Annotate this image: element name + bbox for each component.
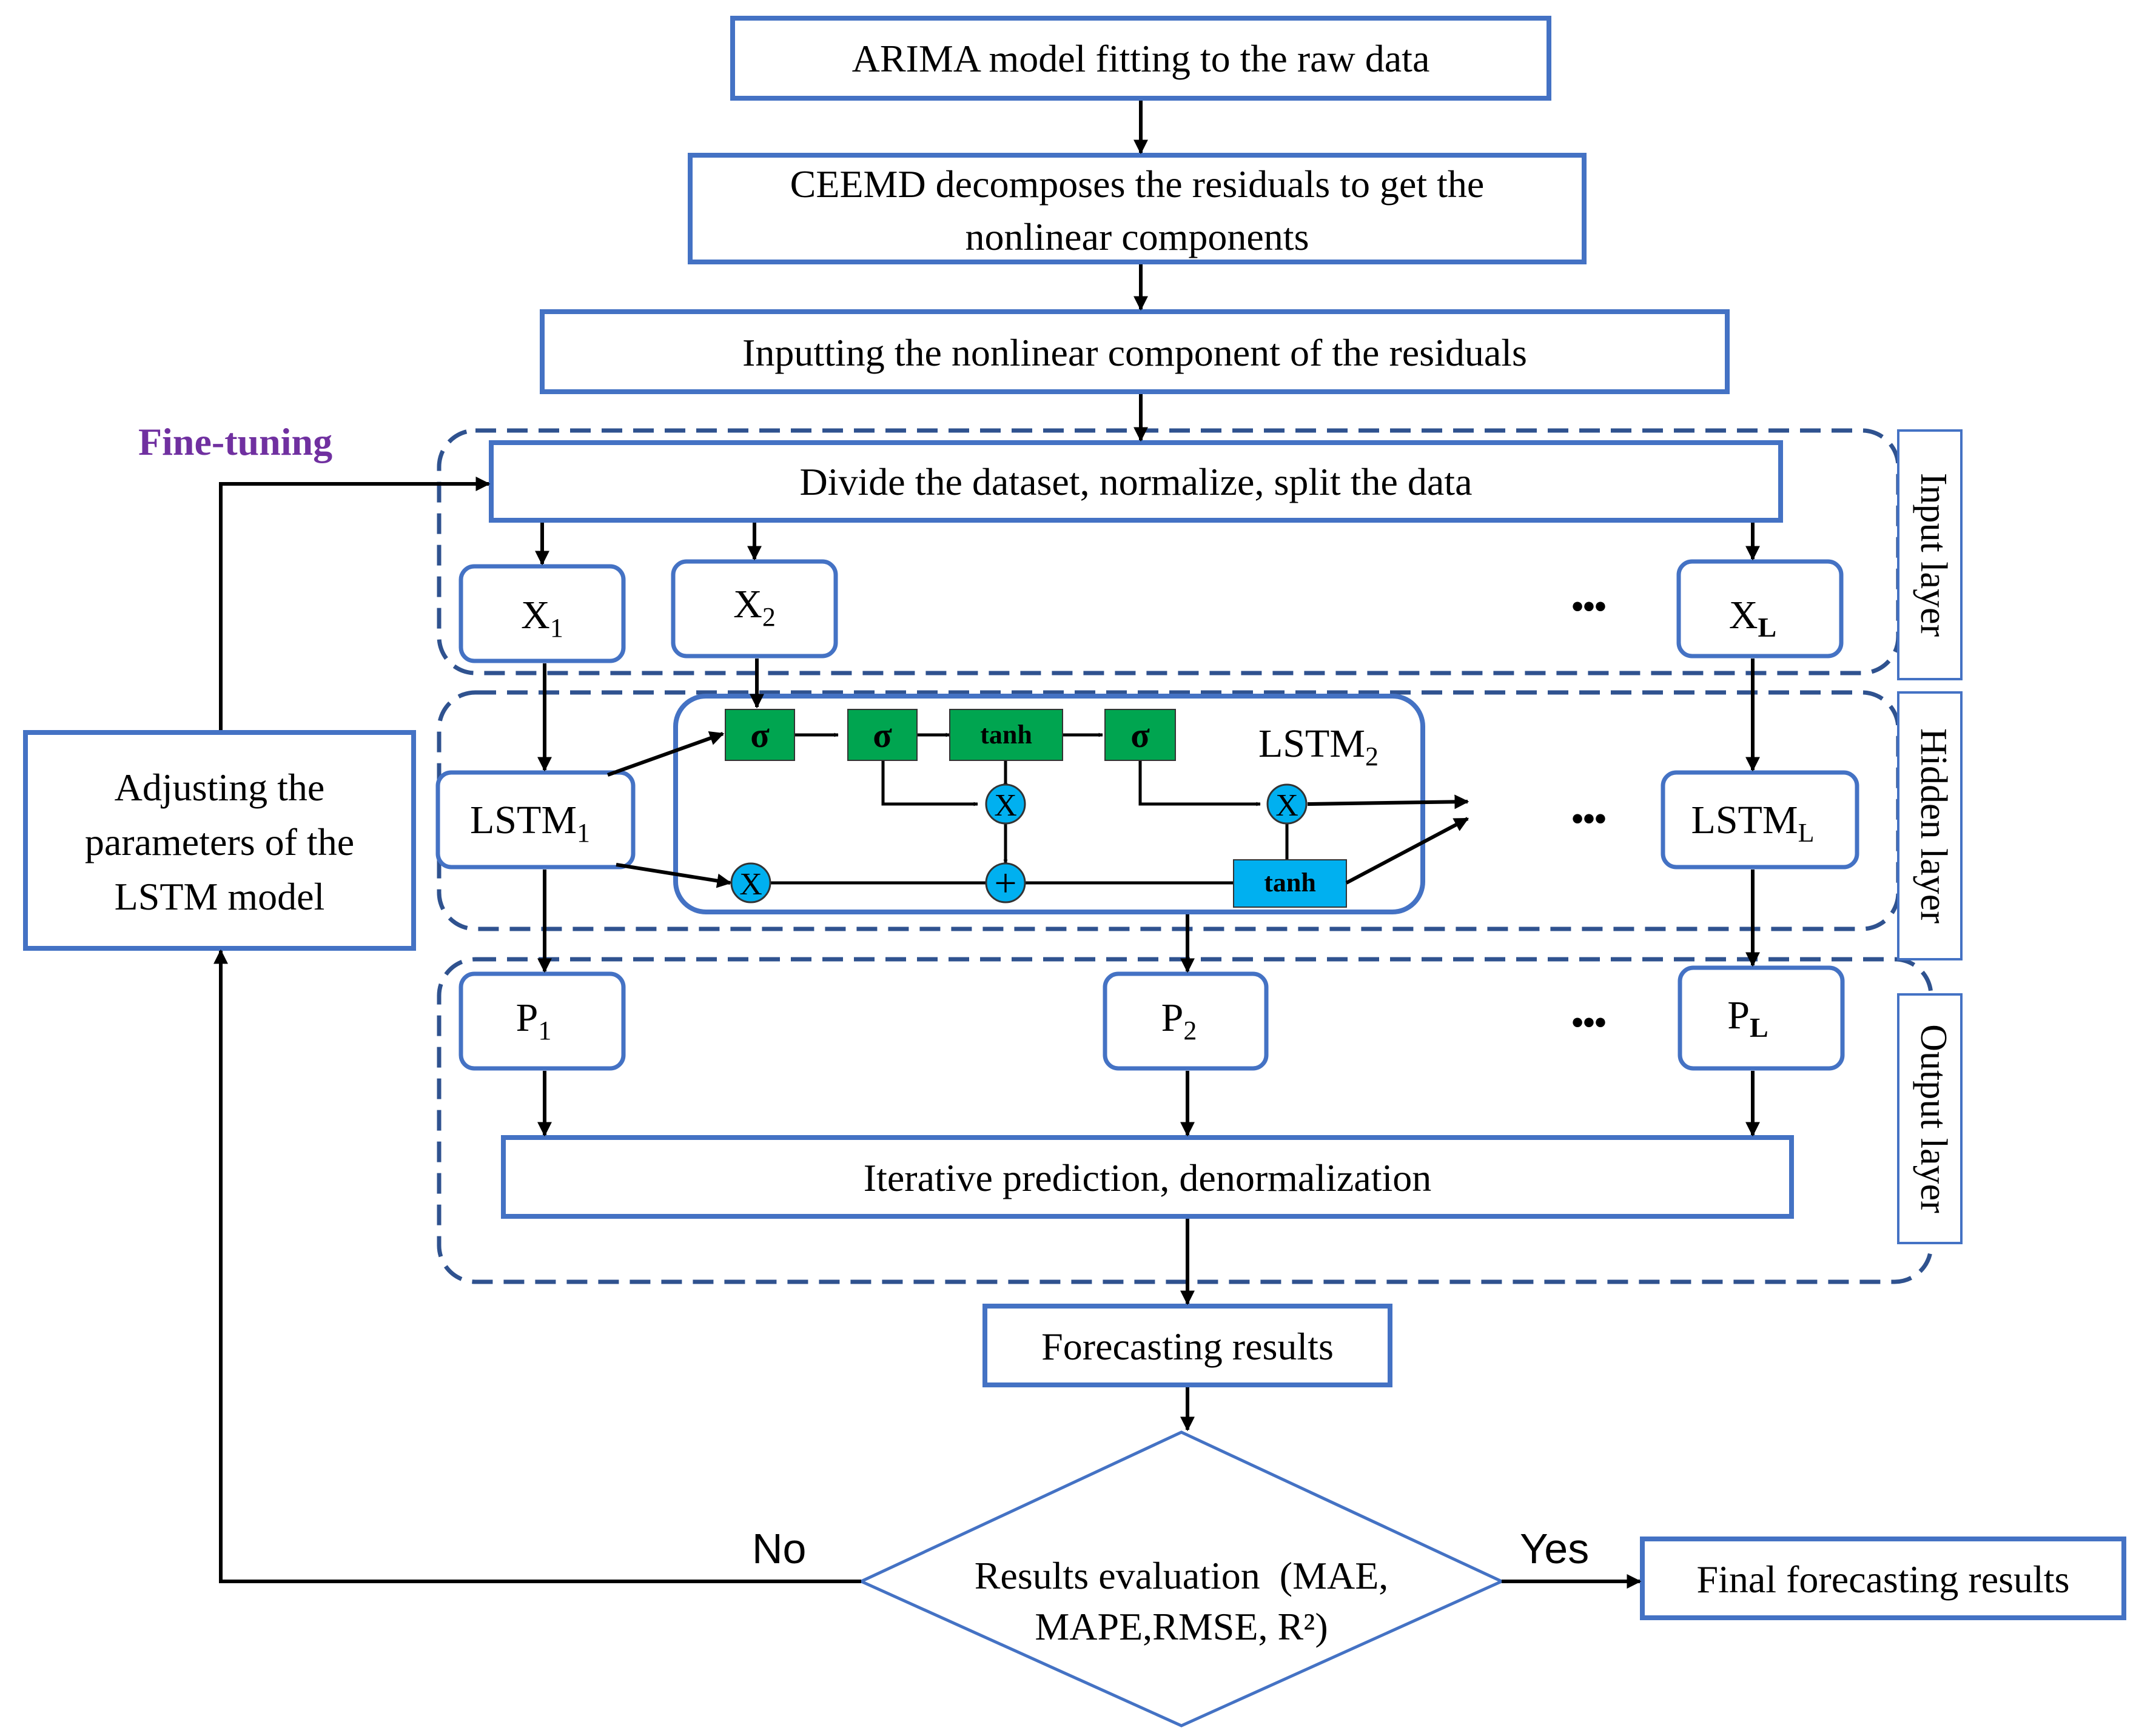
cell-tanh: tanh (1233, 859, 1347, 908)
input-multiply-op: X (985, 783, 1026, 825)
p1-node: P1 (458, 971, 626, 1071)
x1-subscript: 1 (550, 613, 563, 643)
svg-text:P1: P1 (516, 996, 552, 1045)
lstm2-subscript: 2 (1365, 742, 1379, 771)
forecasting-text: Forecasting results (1041, 1325, 1334, 1368)
iterative-box: Iterative prediction, denormalization (501, 1135, 1794, 1219)
pl-label: P (1727, 993, 1750, 1037)
lstml-node: LSTML (1661, 770, 1859, 870)
evaluation-text-line2: MAPE,RMSE, R²) (1035, 1605, 1328, 1648)
arrow-tanh-out (1345, 817, 1469, 885)
arrow-finetune-divide (219, 477, 491, 730)
no-label: No (752, 1525, 806, 1572)
input-ellipsis: ••• (1572, 588, 1607, 625)
layer-labels: Input layer Hidden layer Output layer (1897, 429, 1963, 1244)
p2-node: P2 (1103, 971, 1269, 1071)
adjust-text-line1: Adjusting the (115, 766, 325, 809)
xl-subscript: L (1758, 612, 1776, 643)
input-residuals-text: Inputting the nonlinear component of the… (742, 331, 1527, 374)
hidden-layer-label: Hidden layer (1913, 728, 1954, 923)
adjust-text-line3: LSTM model (115, 875, 325, 918)
divide-box: Divide the dataset, normalize, split the… (489, 440, 1783, 523)
candidate-tanh-label: tanh (980, 720, 1032, 749)
input-residuals-box: Inputting the nonlinear component of the… (540, 309, 1730, 394)
p1-label: P (516, 996, 539, 1040)
lstml-label: LSTM (1691, 798, 1798, 842)
arima-text: ARIMA model fitting to the raw data (852, 37, 1430, 80)
evaluation-text-line1: Results evaluation (MAE, (975, 1554, 1389, 1597)
arrow-no-adjust (213, 949, 861, 1583)
hidden-ellipsis: ••• (1572, 800, 1607, 837)
forget-multiply-op: X (730, 862, 771, 903)
add-op: + (985, 861, 1026, 905)
output-multiply-symbol: X (1275, 788, 1298, 823)
flow-arrows (213, 101, 1760, 1589)
input-gate-sigma: σ (847, 709, 918, 761)
cell-internal-lines (769, 732, 1289, 885)
yes-label: Yes (1520, 1525, 1589, 1572)
output-layer-label: Output layer (1913, 1024, 1954, 1213)
fine-tuning-label: Fine-tuning (138, 420, 332, 463)
lstm2-cell: LSTM2 σ σ tanh σ (673, 694, 1425, 914)
p2-label: P (1161, 996, 1184, 1040)
svg-text:X2: X2 (733, 582, 776, 632)
pl-subscript: L (1750, 1012, 1768, 1043)
svg-text:X1: X1 (521, 593, 563, 643)
final-results-box: Final forecasting results (1640, 1537, 2126, 1620)
x1-node: X1 (458, 564, 626, 663)
x2-subscript: 2 (762, 602, 776, 632)
pl-node: PL (1678, 965, 1845, 1071)
output-gate-sigma: σ (1104, 709, 1176, 761)
output-ellipsis: ••• (1572, 1004, 1607, 1041)
add-symbol: + (994, 861, 1016, 905)
lstm1-subscript: 1 (577, 818, 590, 848)
svg-text:LSTM2: LSTM2 (1258, 722, 1379, 771)
p2-subscript: 2 (1183, 1016, 1197, 1045)
lstm1-node: LSTM1 (435, 770, 636, 870)
cell-tanh-label: tanh (1264, 868, 1316, 897)
evaluation-decision: Results evaluation (MAE, MAPE,RMSE, R²) (857, 1430, 1506, 1728)
input-multiply-symbol: X (994, 788, 1017, 823)
x2-label: X (733, 582, 762, 626)
xl-node: XL (1676, 559, 1844, 659)
adjust-text-line2: parameters of the (85, 820, 354, 863)
output-multiply-op: X (1266, 783, 1308, 825)
svg-text:PL: PL (1727, 993, 1768, 1043)
lstm1-label: LSTM (470, 798, 577, 842)
arrow-lstm1-sigma (606, 731, 725, 777)
svg-text:LSTM1: LSTM1 (470, 798, 590, 848)
svg-text:P2: P2 (1161, 996, 1197, 1045)
arima-box: ARIMA model fitting to the raw data (730, 16, 1551, 101)
arrow-hidden-out (1307, 794, 1469, 809)
iterative-text: Iterative prediction, denormalization (864, 1156, 1432, 1199)
svg-text:LSTML: LSTML (1691, 798, 1815, 848)
ceemd-text-line2: nonlinear components (966, 215, 1309, 258)
input-gate-label: σ (873, 716, 892, 755)
final-results-text: Final forecasting results (1697, 1558, 2070, 1601)
input-layer-label: Input layer (1913, 473, 1954, 637)
arrow-lstm1-cellstate (616, 863, 732, 888)
adjust-box: Adjusting the parameters of the LSTM mod… (23, 730, 416, 951)
ceemd-box: CEEMD decomposes the residuals to get th… (688, 153, 1587, 264)
x1-label: X (521, 593, 550, 637)
divide-text: Divide the dataset, normalize, split the… (800, 460, 1473, 503)
output-gate-label: σ (1130, 716, 1150, 755)
forget-gate-sigma: σ (725, 709, 795, 761)
forget-gate-label: σ (750, 716, 770, 755)
ceemd-text-line1: CEEMD decomposes the residuals to get th… (790, 163, 1485, 206)
svg-text:XL: XL (1729, 593, 1776, 643)
forecasting-box: Forecasting results (982, 1304, 1392, 1387)
x2-node: X2 (671, 559, 838, 659)
candidate-tanh: tanh (949, 709, 1063, 761)
lstml-subscript: L (1798, 818, 1815, 848)
xl-label: X (1729, 593, 1758, 637)
p1-subscript: 1 (538, 1016, 551, 1045)
forget-multiply-symbol: X (739, 867, 762, 902)
lstm2-label: LSTM (1258, 722, 1365, 766)
